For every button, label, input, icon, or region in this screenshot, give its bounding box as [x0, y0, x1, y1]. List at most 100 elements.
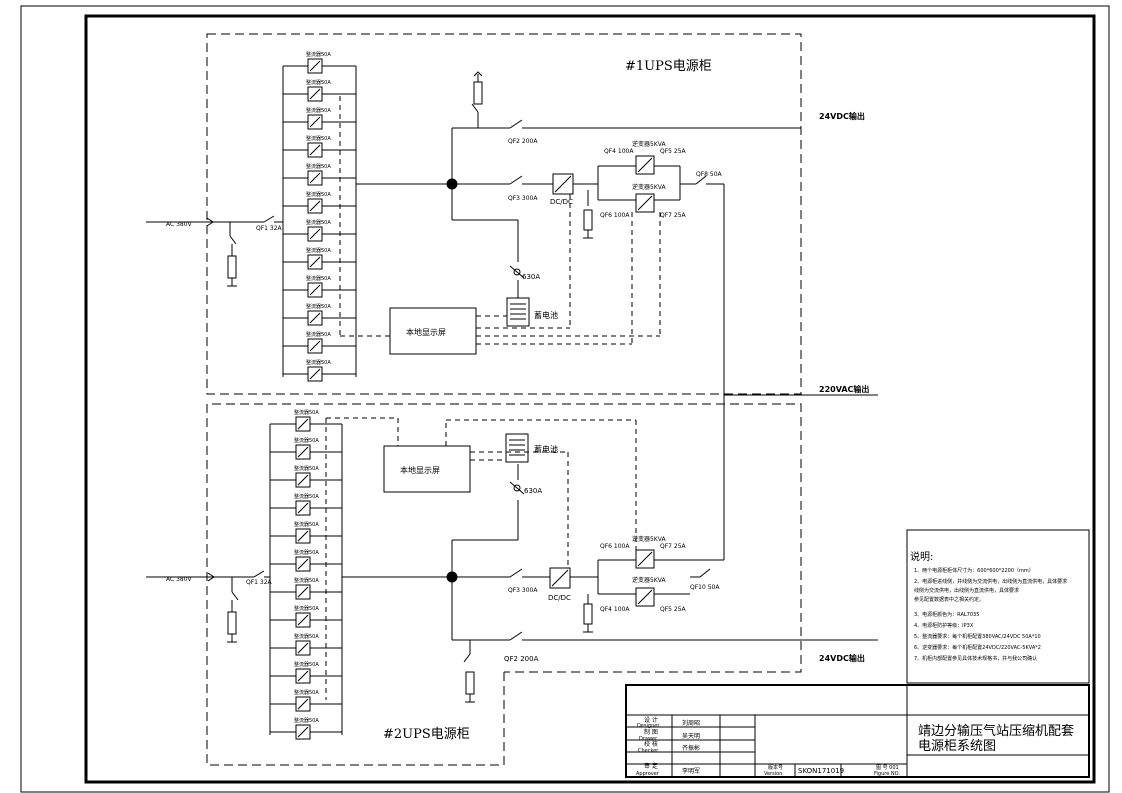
qf5-label: QF5 25A	[660, 606, 687, 613]
qf8-label: QF8 50A	[696, 171, 723, 178]
output-220vac: 220VAC输出	[819, 384, 869, 394]
qf10-label: QF10 50A	[690, 584, 720, 591]
rectifier-label: 整流器50A	[294, 549, 319, 556]
fuse-label: 630A	[524, 487, 542, 495]
rectifier-unit: 整流器50A	[270, 465, 342, 488]
inverter-label: 逆变器5KVA	[632, 576, 666, 584]
role-cn: 审 定	[644, 762, 658, 770]
dcdc-label: DC/DC	[548, 594, 571, 602]
cabinet2-title: #2UPS电源柜	[383, 727, 470, 742]
display-label: 本地显示屏	[406, 327, 446, 337]
role-en: Approver	[636, 771, 660, 777]
qf4-label: QF4 100A	[604, 148, 634, 155]
role-cn: 制 图	[644, 728, 658, 736]
cabinet2-rectifiers: 整流器50A 整流器50A 整流器50A 整流器50A 整流器50A 整流器50A 整流器5…	[270, 409, 342, 740]
rectifier-unit: 整流器50A	[283, 359, 356, 382]
inverter-label: 逆变器5KVA	[632, 183, 666, 191]
qf5-label: QF5 25A	[660, 148, 687, 155]
project-title: 靖边分输压气站压缩机配套	[918, 723, 1074, 739]
dcdc-label: DC/DC	[550, 198, 573, 206]
version-en: Version	[764, 771, 782, 777]
cabinet1-rectifiers: 整流器50A 整流器50A 整流器50A 整流器50A 整流器50A 整流器50A 整流器5…	[283, 51, 356, 382]
rectifier-unit: 整流器50A	[270, 689, 342, 712]
rectifier-label: 整流器50A	[294, 717, 319, 724]
rectifier-label: 整流器50A	[306, 79, 331, 86]
rectifier-unit: 整流器50A	[283, 79, 356, 102]
rectifier-label: 整流器50A	[294, 689, 319, 696]
rectifier-label: 整流器50A	[294, 409, 319, 416]
rectifier-label: 整流器50A	[294, 493, 319, 500]
inverter-label: 逆变器5KVA	[632, 535, 666, 543]
rectifier-unit: 整流器50A	[270, 521, 342, 544]
output-24vdc-2: 24VDC输出	[819, 653, 865, 663]
role-cn: 设 计	[644, 716, 658, 724]
inverter-label: 逆变器5KVA	[632, 140, 666, 148]
role-name: 李明军	[682, 767, 700, 775]
qf7-label: QF7 25A	[660, 543, 687, 550]
output-24vdc-1: 24VDC输出	[819, 111, 865, 121]
qf2-label: QF2 200A	[508, 138, 538, 145]
rectifier-label: 整流器50A	[294, 605, 319, 612]
ac-input-label: AC 380V	[166, 576, 193, 583]
rectifier-unit: 整流器50A	[283, 303, 356, 326]
rectifier-label: 整流器50A	[294, 633, 319, 640]
rectifier-unit: 整流器50A	[270, 577, 342, 600]
qf3-label: QF3 300A	[508, 587, 538, 594]
qf1-label: QF1 32A	[246, 579, 273, 586]
figure-en: Figure NO.	[874, 771, 900, 777]
rectifier-unit: 整流器50A	[283, 331, 356, 354]
rectifier-unit: 整流器50A	[270, 633, 342, 656]
notes-heading: 说明:	[910, 550, 933, 563]
rectifier-label: 整流器50A	[306, 219, 331, 226]
rectifier-unit: 整流器50A	[283, 219, 356, 242]
rectifier-unit: 整流器50A	[283, 191, 356, 214]
rectifier-label: 整流器50A	[306, 163, 331, 170]
cabinet2-labels: AC 380V QF1 32A QF2 200A QF3 300A DC/DC …	[166, 444, 720, 663]
rectifier-unit: 整流器50A	[283, 51, 356, 74]
rectifier-unit: 整流器50A	[283, 247, 356, 270]
note-line: 4、电源柜防护等级：IP3X	[914, 622, 974, 629]
outer-border	[20, 5, 1110, 793]
qf3-label: QF3 300A	[508, 195, 538, 202]
role-en: Designer	[637, 723, 660, 729]
cabinet1-labels: AC 380V QF1 32A QF2 200A QF3 300A DC/DC …	[166, 138, 723, 337]
rectifier-unit: 整流器50A	[270, 409, 342, 432]
rectifier-unit: 整流器50A	[283, 135, 356, 158]
qf6-label: QF6 100A	[600, 212, 630, 219]
role-name: 齐振彬	[682, 744, 700, 752]
rectifier-label: 整流器50A	[306, 359, 331, 366]
note-line: 参见配置数据表中之相关约定。	[914, 596, 984, 603]
rectifier-label: 整流器50A	[306, 51, 331, 58]
title-block	[625, 684, 1090, 778]
role-cn: 校 核	[644, 740, 658, 748]
role-name: 刘周昭	[682, 719, 700, 727]
drawing-title: 电源柜系统图	[918, 739, 996, 754]
rectifier-label: 整流器50A	[294, 465, 319, 472]
rectifier-label: 整流器50A	[306, 303, 331, 310]
note-line: 1、两个电源柜柜体尺寸为：600*600*2200（mm）	[914, 567, 1034, 574]
role-en: Checker	[638, 748, 659, 754]
cabinet2-circuit	[146, 395, 878, 735]
rectifier-unit: 整流器50A	[283, 163, 356, 186]
role-name: 吴天明	[682, 733, 700, 740]
qf7-label: QF7 25A	[660, 212, 687, 219]
rectifier-label: 整流器50A	[294, 437, 319, 444]
rectifier-unit: 整流器50A	[283, 107, 356, 130]
note-line: 线侧为交流供电，出线侧为直流供电，具体要求	[914, 587, 1019, 594]
rectifier-label: 整流器50A	[306, 191, 331, 198]
qf6-label: QF6 100A	[600, 543, 630, 550]
rectifier-label: 整流器50A	[306, 247, 331, 254]
qf4-label: QF4 100A	[600, 606, 630, 613]
note-line: 2、电源柜进线侧，并线侧为交流供电，出线侧为直流供电，具体要求	[914, 578, 1067, 585]
display-label: 本地显示屏	[400, 465, 440, 475]
drawing-frame	[84, 14, 1096, 784]
title-block-text: 设 计 Designer 刘周昭 制 图 Drawer 吴天明 校 核 Chec…	[636, 716, 1074, 777]
note-line: 7、机柜内部配置参见具体技术规格书，并与我公司确认	[914, 655, 1037, 662]
rectifier-unit: 整流器50A	[270, 605, 342, 628]
rectifier-label: 整流器50A	[294, 521, 319, 528]
battery-label: 蓄电池	[534, 444, 558, 454]
cabinet1-circuit	[146, 66, 878, 396]
rectifier-unit: 整流器50A	[283, 275, 356, 298]
fuse-label: 630A	[522, 273, 540, 281]
